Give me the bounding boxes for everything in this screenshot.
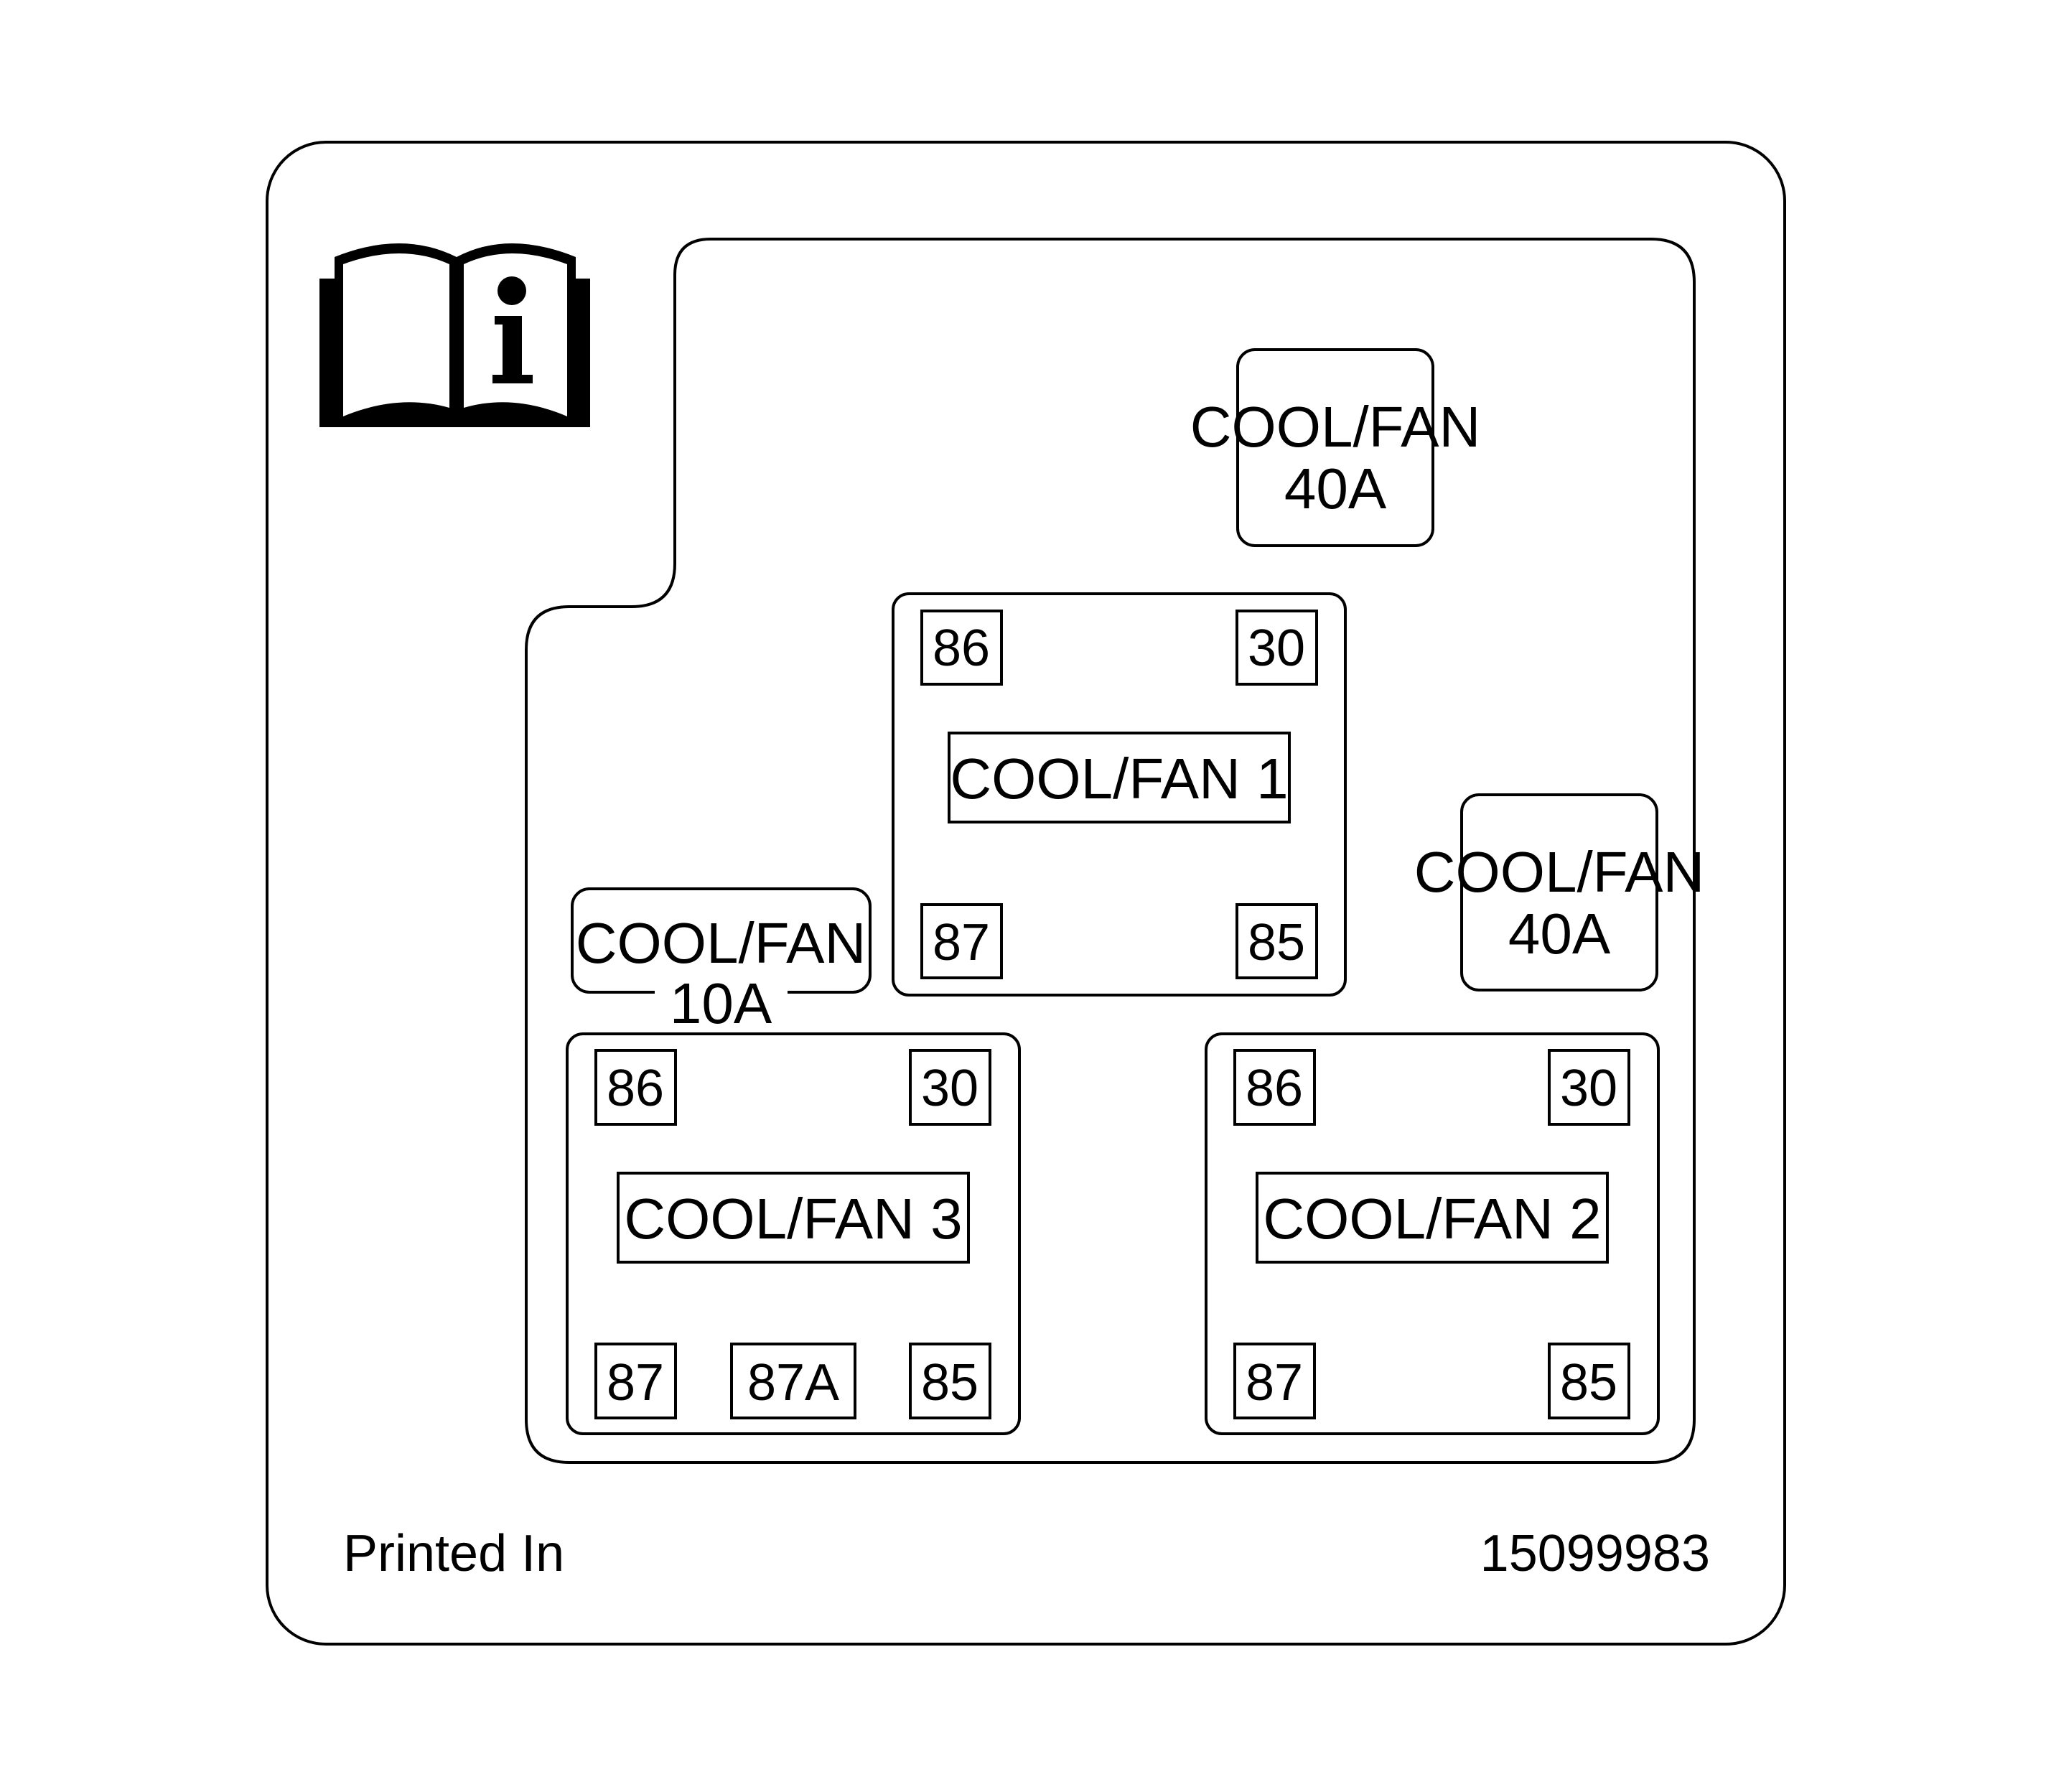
fuse-name: COOL/FAN	[1190, 395, 1481, 459]
relay-label: COOL/FAN 1	[950, 747, 1288, 811]
relay-cool-fan-1: 86 30 COOL/FAN 1 87 85	[892, 592, 1347, 997]
printed-in-text: Printed In	[343, 1525, 564, 1582]
pin-86: 86	[933, 620, 990, 677]
fuse-cool-fan-40a-right: COOL/FAN 40A	[1414, 793, 1705, 991]
relay-label: COOL/FAN 3	[624, 1187, 962, 1251]
fuse-rating: 40A	[1508, 902, 1611, 966]
pin-86: 86	[1246, 1060, 1303, 1117]
pin-86: 86	[607, 1060, 664, 1117]
fuse-name: COOL/FAN	[1414, 840, 1705, 904]
fuse-rating: 10A	[670, 971, 772, 1035]
pin-30: 30	[921, 1060, 978, 1117]
pin-87a: 87A	[747, 1354, 839, 1411]
pin-87: 87	[933, 914, 990, 971]
pin-30: 30	[1560, 1060, 1617, 1117]
pin-85: 85	[921, 1354, 978, 1411]
relay-cool-fan-2: 86 30 COOL/FAN 2 87 85	[1205, 1032, 1660, 1435]
owner-manual-info-icon	[319, 243, 590, 427]
part-number: 15099983	[1480, 1525, 1710, 1582]
label-card	[266, 141, 1786, 1646]
pin-87: 87	[607, 1354, 664, 1411]
pin-85: 85	[1560, 1354, 1617, 1411]
pin-30: 30	[1248, 620, 1305, 677]
relay-label: COOL/FAN 2	[1263, 1187, 1601, 1251]
fuse-cool-fan-10a: COOL/FAN 10A	[571, 887, 872, 1035]
relay-cool-fan-3: 86 30 COOL/FAN 3 87 87A 85	[566, 1032, 1021, 1435]
fuse-block-outline	[525, 238, 1696, 1464]
fuse-rating: 40A	[1284, 457, 1387, 521]
pin-87: 87	[1246, 1354, 1303, 1411]
pin-85: 85	[1248, 914, 1305, 971]
fuse-cool-fan-40a-top: COOL/FAN 40A	[1190, 348, 1481, 547]
fuse-name: COOL/FAN	[576, 911, 866, 975]
